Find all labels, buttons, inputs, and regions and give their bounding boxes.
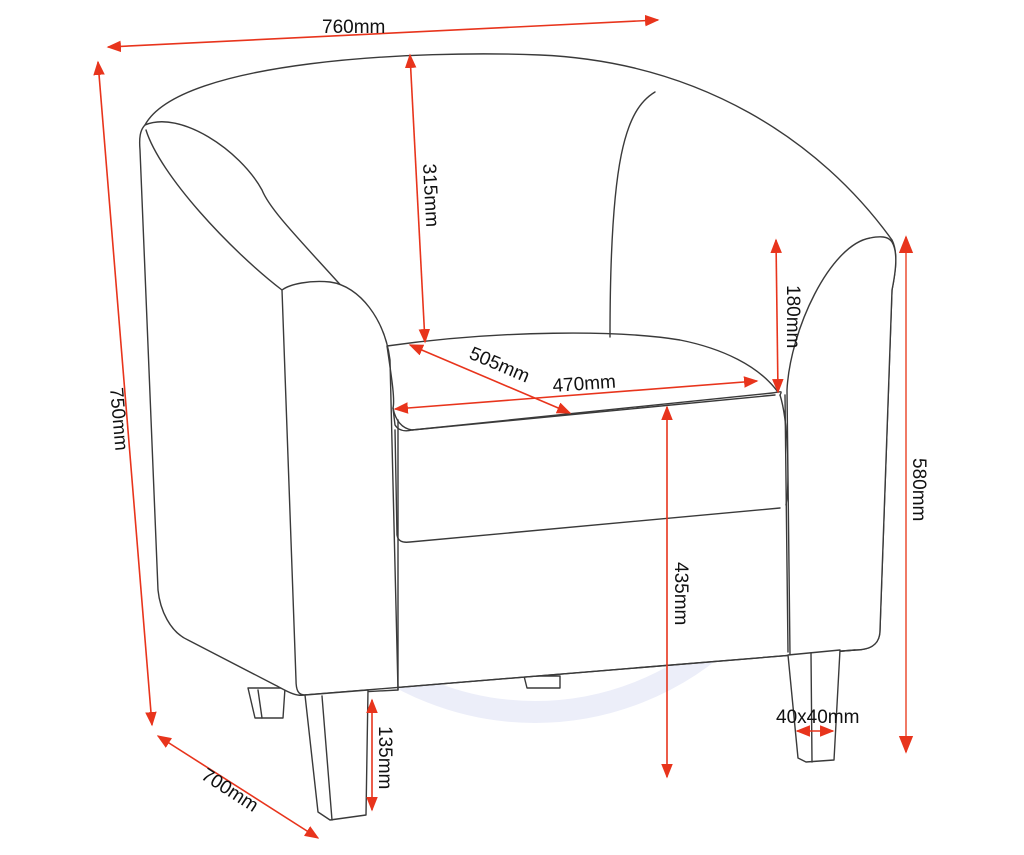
label-overall-depth: 700mm bbox=[197, 765, 262, 817]
label-seat-width: 470mm bbox=[552, 372, 617, 397]
label-seat-height: 435mm bbox=[670, 562, 691, 625]
dim-line-arm-above-seat bbox=[770, 238, 784, 394]
label-back-height: 315mm bbox=[418, 163, 442, 227]
dim-line-depth bbox=[156, 735, 320, 839]
label-overall-width: 760mm bbox=[322, 17, 385, 38]
dim-line-seat-width bbox=[393, 376, 759, 414]
label-arm-above-seat: 180mm bbox=[782, 285, 803, 348]
label-leg-height: 135mm bbox=[374, 726, 395, 789]
label-overall-height: 750mm bbox=[105, 387, 131, 452]
dimension-lines bbox=[93, 14, 914, 839]
dim-line-width bbox=[106, 14, 660, 53]
label-leg-section: 40x40mm bbox=[776, 707, 859, 728]
dim-line-back-height bbox=[404, 53, 431, 344]
dim-line-height bbox=[93, 60, 157, 727]
label-arm-height: 580mm bbox=[908, 458, 929, 521]
